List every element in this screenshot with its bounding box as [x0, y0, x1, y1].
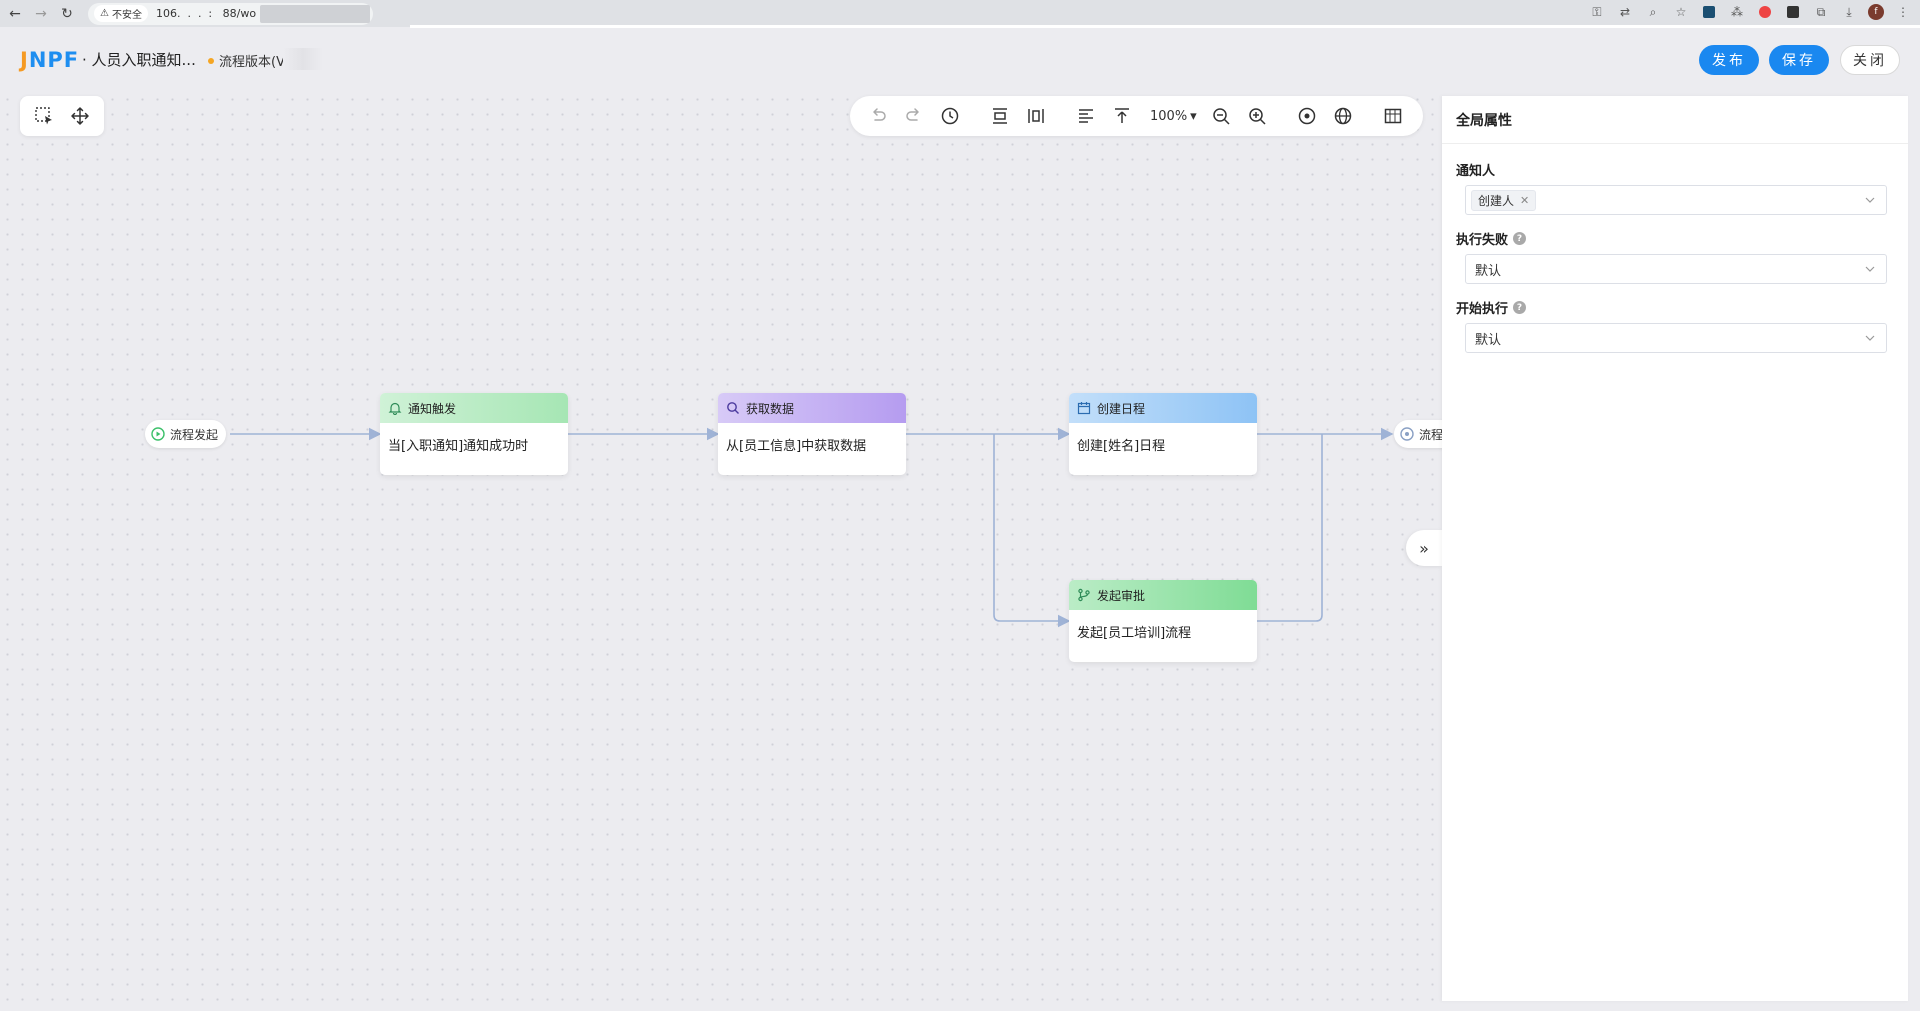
version-indicator[interactable]: 流程版本(V — [208, 51, 285, 70]
caret-down-icon: ▾ — [1190, 108, 1197, 124]
node-description: 从[员工信息]中获取数据 — [726, 439, 867, 454]
app-header: JNPF · 人员入职通知... 流程版本(V 发布 保存 关闭 — [0, 28, 1920, 92]
align-top-icon[interactable] — [1104, 101, 1140, 131]
insecure-badge[interactable]: ⚠ 不安全 — [94, 5, 148, 22]
notify-select[interactable]: 创建人 ✕ — [1465, 185, 1887, 215]
back-icon[interactable]: ← — [9, 5, 21, 22]
align-left-icon[interactable] — [1068, 101, 1104, 131]
key-icon[interactable]: ⚿ — [1592, 4, 1602, 19]
extension-b-icon[interactable]: ⁂ — [1731, 5, 1743, 19]
play-circle-icon — [151, 427, 165, 441]
help-icon[interactable]: ? — [1513, 232, 1527, 245]
warning-icon: ⚠ — [100, 8, 109, 19]
forward-icon[interactable]: → — [35, 5, 47, 22]
version-redaction — [283, 48, 323, 70]
browser-toolbar: ← → ↻ ⚠ 不安全 106. . . : 88/wo ⚿ ⇄ ⌕ ☆ ⁂ ⧉… — [0, 0, 1920, 28]
node-header: 发起审批 — [1069, 580, 1257, 610]
start-exec-label: 开始执行 ? — [1456, 298, 1527, 317]
extension-c-icon[interactable] — [1756, 3, 1774, 21]
properties-panel: 全局属性 通知人 创建人 ✕ 执行失败 ? 默认 开始执行 ? 默认 — [1442, 96, 1908, 1001]
translate-icon[interactable]: ⇄ — [1619, 5, 1631, 19]
profile-avatar[interactable]: f — [1868, 4, 1884, 20]
flow-canvas[interactable] — [0, 92, 1442, 1007]
node-description: 创建[姓名]日程 — [1077, 439, 1166, 454]
panel-title: 全局属性 — [1442, 96, 1908, 144]
vertical-distribute-icon[interactable] — [982, 101, 1018, 131]
node-notify-trigger[interactable]: 通知触发 当[入职通知]通知成功时 — [380, 393, 568, 475]
extension-a-icon[interactable] — [1700, 3, 1718, 21]
zoom-select[interactable]: 100% ▾ — [1150, 109, 1197, 124]
undo-icon[interactable] — [860, 101, 896, 131]
status-dot — [208, 57, 214, 64]
node-start-approval[interactable]: 发起审批 发起[员工培训]流程 — [1069, 580, 1257, 662]
fail-select[interactable]: 默认 — [1465, 254, 1887, 284]
selection-toolbar — [20, 96, 104, 136]
zoom-level: 100% — [1150, 108, 1188, 124]
jnpf-logo: JNPF — [20, 48, 80, 72]
bell-icon — [388, 402, 402, 415]
node-description: 当[入职通知]通知成功时 — [388, 439, 529, 454]
stop-circle-icon — [1400, 427, 1414, 441]
reload-icon[interactable]: ↻ — [61, 5, 73, 22]
branch-icon — [1078, 588, 1090, 602]
redo-icon[interactable] — [896, 101, 932, 131]
locate-center-icon[interactable] — [1289, 101, 1325, 131]
node-header: 创建日程 — [1069, 393, 1257, 423]
node-fetch-data[interactable]: 获取数据 从[员工信息]中获取数据 — [718, 393, 906, 475]
loading-bar — [410, 25, 1920, 28]
zoom-out-icon[interactable] — [1203, 101, 1239, 131]
panel-collapse-toggle[interactable]: » — [1406, 530, 1442, 566]
tag-close-icon[interactable]: ✕ — [1520, 193, 1530, 207]
chevron-down-icon — [1865, 335, 1875, 341]
notify-tag: 创建人 ✕ — [1471, 189, 1537, 211]
page-title: · 人员入职通知... — [82, 51, 196, 69]
download-icon[interactable]: ⤓ — [1846, 4, 1852, 19]
address-bar[interactable]: ⚠ 不安全 106. . . : 88/wo — [88, 2, 373, 25]
chevron-down-icon — [1865, 266, 1875, 272]
horizontal-distribute-icon[interactable] — [1018, 101, 1054, 131]
globe-icon[interactable] — [1325, 101, 1361, 131]
start-exec-select[interactable]: 默认 — [1465, 323, 1887, 353]
url-redaction — [260, 4, 371, 23]
puzzle-icon[interactable]: ⧉ — [1816, 4, 1826, 19]
node-description: 发起[员工培训]流程 — [1077, 626, 1192, 641]
node-header: 通知触发 — [380, 393, 568, 423]
chevron-down-icon — [1865, 197, 1875, 203]
history-clock-icon[interactable] — [932, 101, 968, 131]
box-select-icon[interactable] — [26, 101, 62, 131]
minimap-icon[interactable] — [1375, 101, 1411, 131]
search-icon — [727, 402, 739, 414]
canvas-toolbar: 100% ▾ — [850, 96, 1423, 136]
browser-actions: ⚿ ⇄ ⌕ ☆ ⁂ ⧉ ⤓ f ⋮ — [1588, 3, 1912, 21]
star-icon[interactable]: ☆ — [1675, 5, 1687, 19]
menu-kebab-icon[interactable]: ⋮ — [1897, 5, 1909, 19]
move-icon[interactable] — [62, 101, 98, 131]
zoom-icon[interactable]: ⌕ — [1649, 4, 1657, 19]
extension-d-icon[interactable] — [1784, 3, 1802, 21]
flow-start-node[interactable]: 流程发起 — [145, 420, 227, 448]
url-text: 106. . . : 88/wo — [155, 7, 257, 20]
publish-button[interactable]: 发布 — [1699, 45, 1759, 75]
node-create-schedule[interactable]: 创建日程 创建[姓名]日程 — [1069, 393, 1257, 475]
node-header: 获取数据 — [718, 393, 906, 423]
fail-label: 执行失败 ? — [1456, 229, 1527, 248]
save-button[interactable]: 保存 — [1769, 45, 1829, 75]
help-icon[interactable]: ? — [1513, 301, 1527, 314]
zoom-in-icon[interactable] — [1239, 101, 1275, 131]
version-label: 流程版本(V — [219, 55, 285, 70]
close-button[interactable]: 关闭 — [1840, 45, 1900, 75]
notify-label: 通知人 — [1456, 164, 1496, 179]
calendar-icon — [1077, 402, 1091, 415]
double-chevron-right-icon: » — [1419, 538, 1429, 558]
